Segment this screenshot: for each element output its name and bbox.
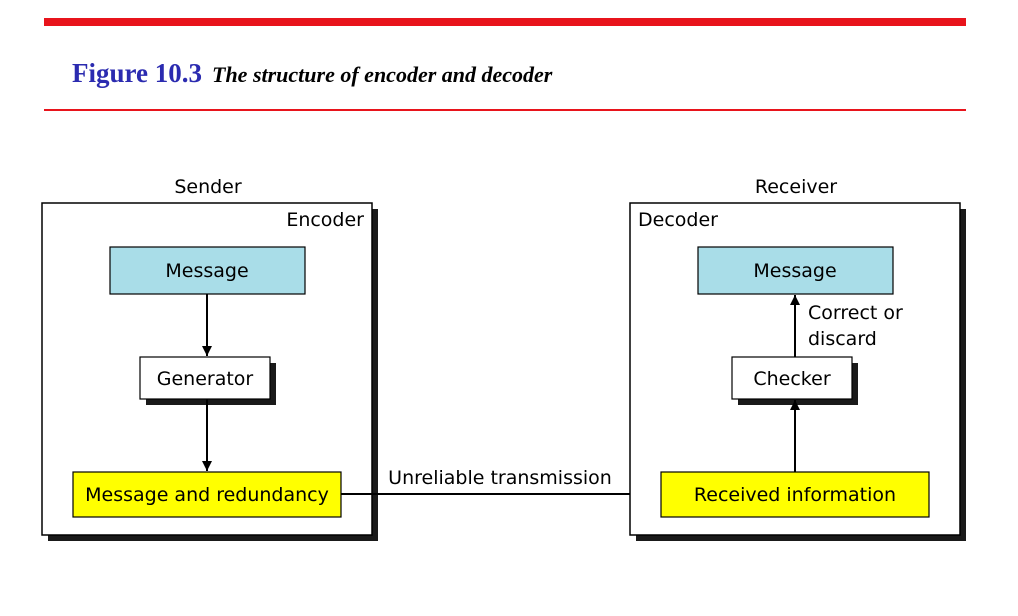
figure-title: Figure 10.3 The structure of encoder and …: [72, 58, 552, 89]
received-information-box: [660, 471, 930, 518]
receiver-message-text: Message: [753, 260, 836, 282]
discard-label: discard: [808, 328, 877, 350]
generator-text: Generator: [157, 368, 254, 390]
receiver-label: Receiver: [755, 176, 837, 198]
checker-box: [731, 356, 853, 400]
decoder-label: Decoder: [638, 209, 718, 231]
generator-box: [139, 356, 271, 400]
transmission-label: Unreliable transmission: [388, 467, 612, 489]
message-redundancy-text: Message and redundancy: [85, 484, 329, 506]
receiver-message-box: [697, 246, 894, 295]
checker-text: Checker: [753, 368, 830, 390]
figure-number: Figure 10.3: [72, 58, 202, 88]
message-redundancy-box: [72, 471, 342, 518]
sender-message-text: Message: [165, 260, 248, 282]
encoder-label: Encoder: [286, 209, 364, 231]
top-rule: [44, 18, 966, 26]
bottom-rule: [44, 109, 966, 111]
sender-message-box: [109, 246, 306, 295]
received-information-text: Received information: [694, 484, 896, 506]
sender-label: Sender: [174, 176, 242, 198]
figure-caption: The structure of encoder and decoder: [212, 62, 553, 87]
correct-or-label: Correct or: [808, 302, 903, 324]
